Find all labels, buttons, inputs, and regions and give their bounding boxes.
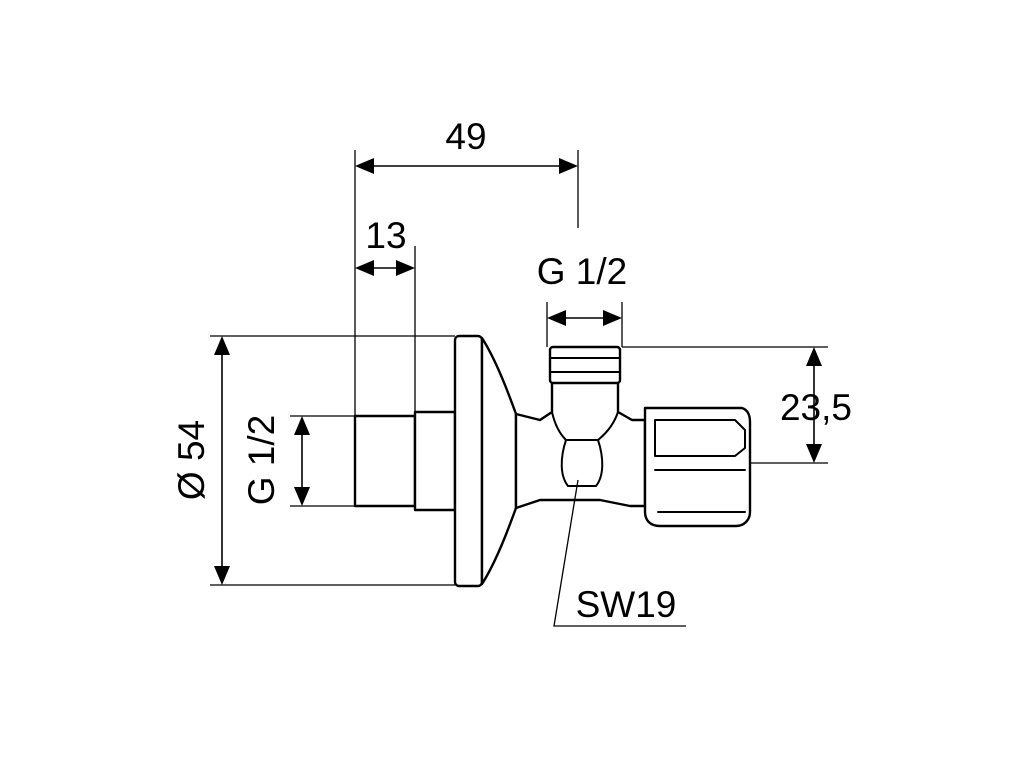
arrow-diameter-bottom: [214, 566, 230, 585]
arrow-13-left: [355, 260, 374, 276]
spindle-neck: [560, 439, 604, 487]
inlet-thread-pipe: [353, 414, 417, 508]
label-overall-length: 49: [445, 116, 486, 157]
inlet-shoulder: [413, 410, 457, 512]
arrow-23-5-top: [806, 347, 822, 366]
arrow-23-5-bottom: [806, 444, 822, 463]
label-thread-length: 13: [365, 215, 406, 256]
wall-rosette-plate: [453, 334, 484, 588]
leader-line-sw19: [553, 479, 686, 627]
extension-lines: [210, 150, 828, 627]
arrow-inlet-top: [294, 416, 310, 435]
arrow-inlet-bottom: [294, 487, 310, 506]
arrow-13-right: [396, 260, 415, 276]
arrow-49-left: [355, 158, 374, 174]
valve-body: [353, 334, 752, 588]
main-body-tube: [514, 380, 647, 510]
arrow-49-right: [559, 158, 578, 174]
dimension-labels: 49 13 G 1/2 23,5 SW19 Ø 54 G 1/2: [171, 116, 852, 625]
wall-rosette-cone: [480, 336, 518, 586]
label-rosette-diameter: Ø 54: [171, 420, 212, 500]
label-outlet-height: 23,5: [780, 387, 852, 428]
dimension-lines: [214, 158, 822, 585]
body-contour-inner: [551, 411, 619, 441]
label-wrench-size: SW19: [576, 584, 677, 625]
handle-cap-face: [654, 419, 746, 457]
arrow-diameter-top: [214, 336, 230, 355]
arrow-outlet-right: [603, 310, 622, 326]
label-inlet-thread: G 1/2: [241, 415, 282, 506]
handle-cap: [643, 406, 752, 528]
arrow-outlet-left: [547, 310, 566, 326]
label-outlet-thread: G 1/2: [537, 251, 628, 292]
outlet-connector: [548, 345, 622, 385]
